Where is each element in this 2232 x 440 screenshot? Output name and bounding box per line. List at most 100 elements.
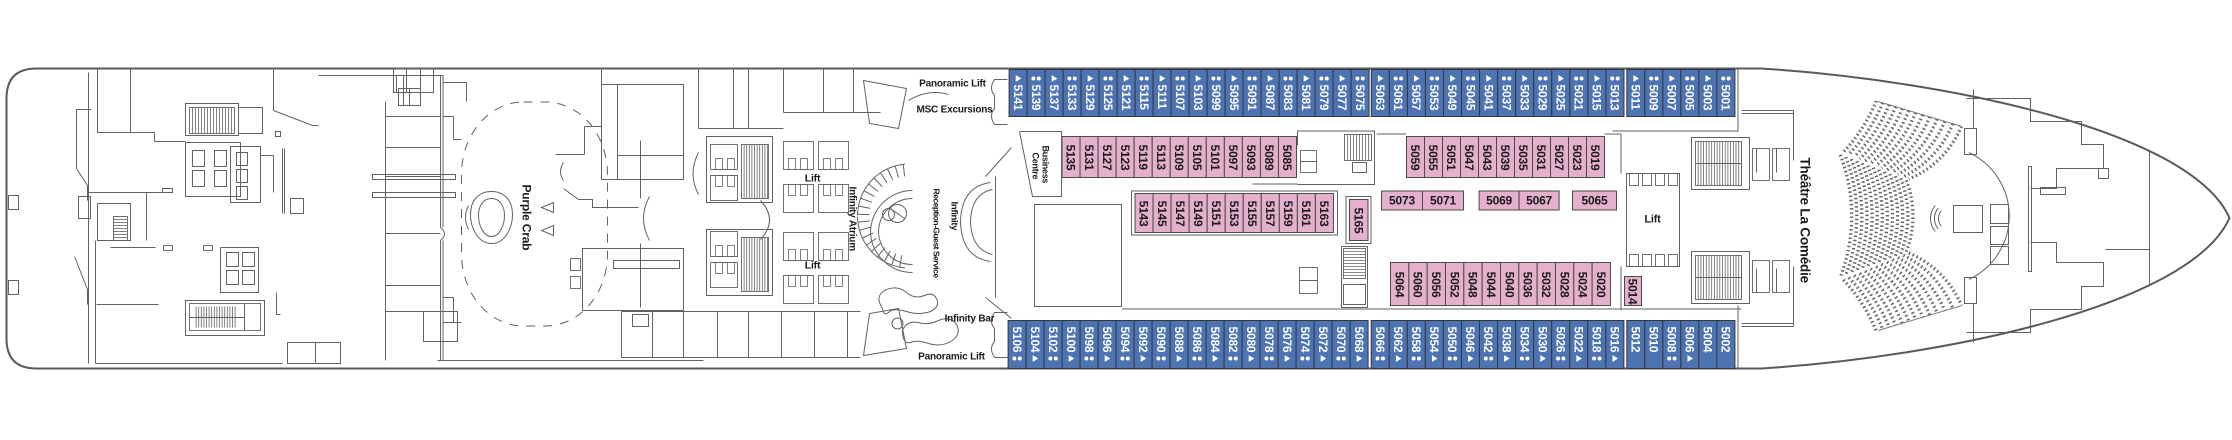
svg-text:5103: 5103: [1191, 85, 1205, 111]
svg-text:5058: 5058: [1409, 327, 1423, 353]
svg-text:5119: 5119: [1136, 145, 1150, 171]
svg-text:5006: 5006: [1683, 327, 1697, 353]
svg-text:5090: 5090: [1154, 327, 1168, 353]
svg-text:5092: 5092: [1136, 327, 1150, 353]
svg-text:5111: 5111: [1155, 85, 1169, 110]
svg-text:5094: 5094: [1118, 327, 1132, 353]
svg-text:Lift: Lift: [805, 173, 821, 185]
svg-text:MSC Excursions: MSC Excursions: [916, 105, 993, 116]
svg-text:5010: 5010: [1647, 327, 1661, 353]
svg-text:5041: 5041: [1481, 85, 1495, 111]
svg-text:5096: 5096: [1100, 327, 1114, 353]
svg-text:5053: 5053: [1427, 85, 1441, 111]
svg-text:5159: 5159: [1281, 201, 1295, 227]
svg-text:5035: 5035: [1516, 145, 1530, 171]
svg-text:5064: 5064: [1392, 272, 1406, 298]
svg-text:5051: 5051: [1444, 145, 1458, 171]
svg-text:5019: 5019: [1588, 145, 1602, 171]
svg-text:5060: 5060: [1411, 272, 1425, 298]
svg-text:5070: 5070: [1334, 327, 1348, 353]
svg-text:5076: 5076: [1280, 327, 1294, 353]
svg-text:5082: 5082: [1226, 327, 1240, 353]
svg-text:5153: 5153: [1227, 201, 1241, 227]
svg-text:5003: 5003: [1701, 85, 1715, 111]
svg-text:5014: 5014: [1626, 279, 1640, 305]
svg-text:5077: 5077: [1335, 85, 1349, 111]
svg-text:5001: 5001: [1719, 85, 1733, 111]
svg-text:5085: 5085: [1280, 145, 1294, 171]
svg-text:5038: 5038: [1499, 327, 1513, 353]
svg-text:5057: 5057: [1409, 85, 1423, 111]
svg-text:5099: 5099: [1209, 85, 1223, 111]
svg-text:5087: 5087: [1263, 85, 1277, 111]
svg-text:5028: 5028: [1557, 272, 1571, 298]
svg-text:5061: 5061: [1391, 85, 1405, 111]
svg-text:5115: 5115: [1137, 85, 1151, 111]
svg-text:5074: 5074: [1298, 327, 1312, 353]
svg-text:5040: 5040: [1502, 272, 1516, 298]
svg-text:5032: 5032: [1539, 272, 1553, 298]
svg-text:5045: 5045: [1463, 85, 1477, 111]
svg-text:5015: 5015: [1590, 85, 1604, 111]
svg-text:5091: 5091: [1245, 85, 1259, 111]
svg-text:5107: 5107: [1173, 85, 1187, 111]
svg-text:5037: 5037: [1499, 85, 1513, 111]
svg-text:5135: 5135: [1064, 145, 1078, 171]
svg-text:5052: 5052: [1447, 272, 1461, 298]
svg-text:5034: 5034: [1517, 327, 1531, 353]
svg-text:5030: 5030: [1535, 327, 1549, 353]
svg-text:5029: 5029: [1535, 85, 1549, 111]
svg-text:5059: 5059: [1408, 145, 1422, 171]
svg-text:5072: 5072: [1316, 327, 1330, 353]
svg-text:5100: 5100: [1064, 327, 1078, 353]
svg-text:5055: 5055: [1426, 145, 1440, 171]
svg-text:5101: 5101: [1208, 145, 1222, 171]
svg-text:5004: 5004: [1701, 327, 1715, 353]
svg-text:5123: 5123: [1118, 145, 1132, 171]
svg-text:5106: 5106: [1010, 327, 1024, 353]
svg-text:5043: 5043: [1480, 145, 1494, 171]
svg-text:Business: Business: [1041, 146, 1051, 184]
svg-text:5097: 5097: [1226, 145, 1240, 171]
svg-text:5046: 5046: [1463, 327, 1477, 353]
svg-text:5024: 5024: [1576, 272, 1590, 298]
svg-text:5109: 5109: [1172, 145, 1186, 171]
svg-text:5161: 5161: [1299, 201, 1313, 227]
svg-text:5098: 5098: [1082, 327, 1096, 353]
svg-text:5020: 5020: [1594, 272, 1608, 298]
svg-text:Panoramic Lift: Panoramic Lift: [919, 79, 987, 90]
svg-text:5031: 5031: [1534, 145, 1548, 171]
svg-text:5049: 5049: [1445, 85, 1459, 111]
svg-text:5139: 5139: [1029, 85, 1043, 111]
svg-text:5151: 5151: [1209, 201, 1223, 227]
svg-text:5044: 5044: [1484, 272, 1498, 298]
svg-text:5063: 5063: [1373, 85, 1387, 111]
svg-text:5155: 5155: [1245, 201, 1259, 227]
svg-text:5067: 5067: [1526, 194, 1552, 208]
svg-text:5036: 5036: [1521, 272, 1535, 298]
svg-text:5071: 5071: [1430, 194, 1456, 208]
svg-text:5079: 5079: [1317, 85, 1331, 111]
svg-text:5105: 5105: [1190, 145, 1204, 171]
svg-text:5013: 5013: [1608, 85, 1622, 111]
svg-text:5018: 5018: [1590, 327, 1604, 353]
svg-text:5039: 5039: [1498, 145, 1512, 171]
svg-text:5022: 5022: [1571, 327, 1585, 353]
svg-text:5086: 5086: [1190, 327, 1204, 353]
svg-text:5125: 5125: [1101, 85, 1115, 111]
svg-text:5025: 5025: [1554, 85, 1568, 111]
svg-text:5080: 5080: [1244, 327, 1258, 353]
svg-text:Reception-Guest Service: Reception-Guest Service: [932, 189, 942, 279]
svg-text:Panoramic Lift: Panoramic Lift: [918, 352, 986, 363]
svg-text:5047: 5047: [1462, 145, 1476, 171]
svg-text:5008: 5008: [1665, 327, 1679, 353]
svg-text:5163: 5163: [1317, 201, 1331, 227]
svg-text:5095: 5095: [1227, 85, 1241, 111]
svg-text:Lift: Lift: [1644, 214, 1661, 226]
svg-text:5141: 5141: [1011, 85, 1025, 111]
svg-text:5066: 5066: [1373, 327, 1387, 353]
svg-text:5149: 5149: [1191, 201, 1205, 227]
svg-text:Infinity: Infinity: [949, 202, 960, 232]
svg-text:5084: 5084: [1208, 327, 1222, 353]
svg-text:5011: 5011: [1629, 85, 1643, 111]
